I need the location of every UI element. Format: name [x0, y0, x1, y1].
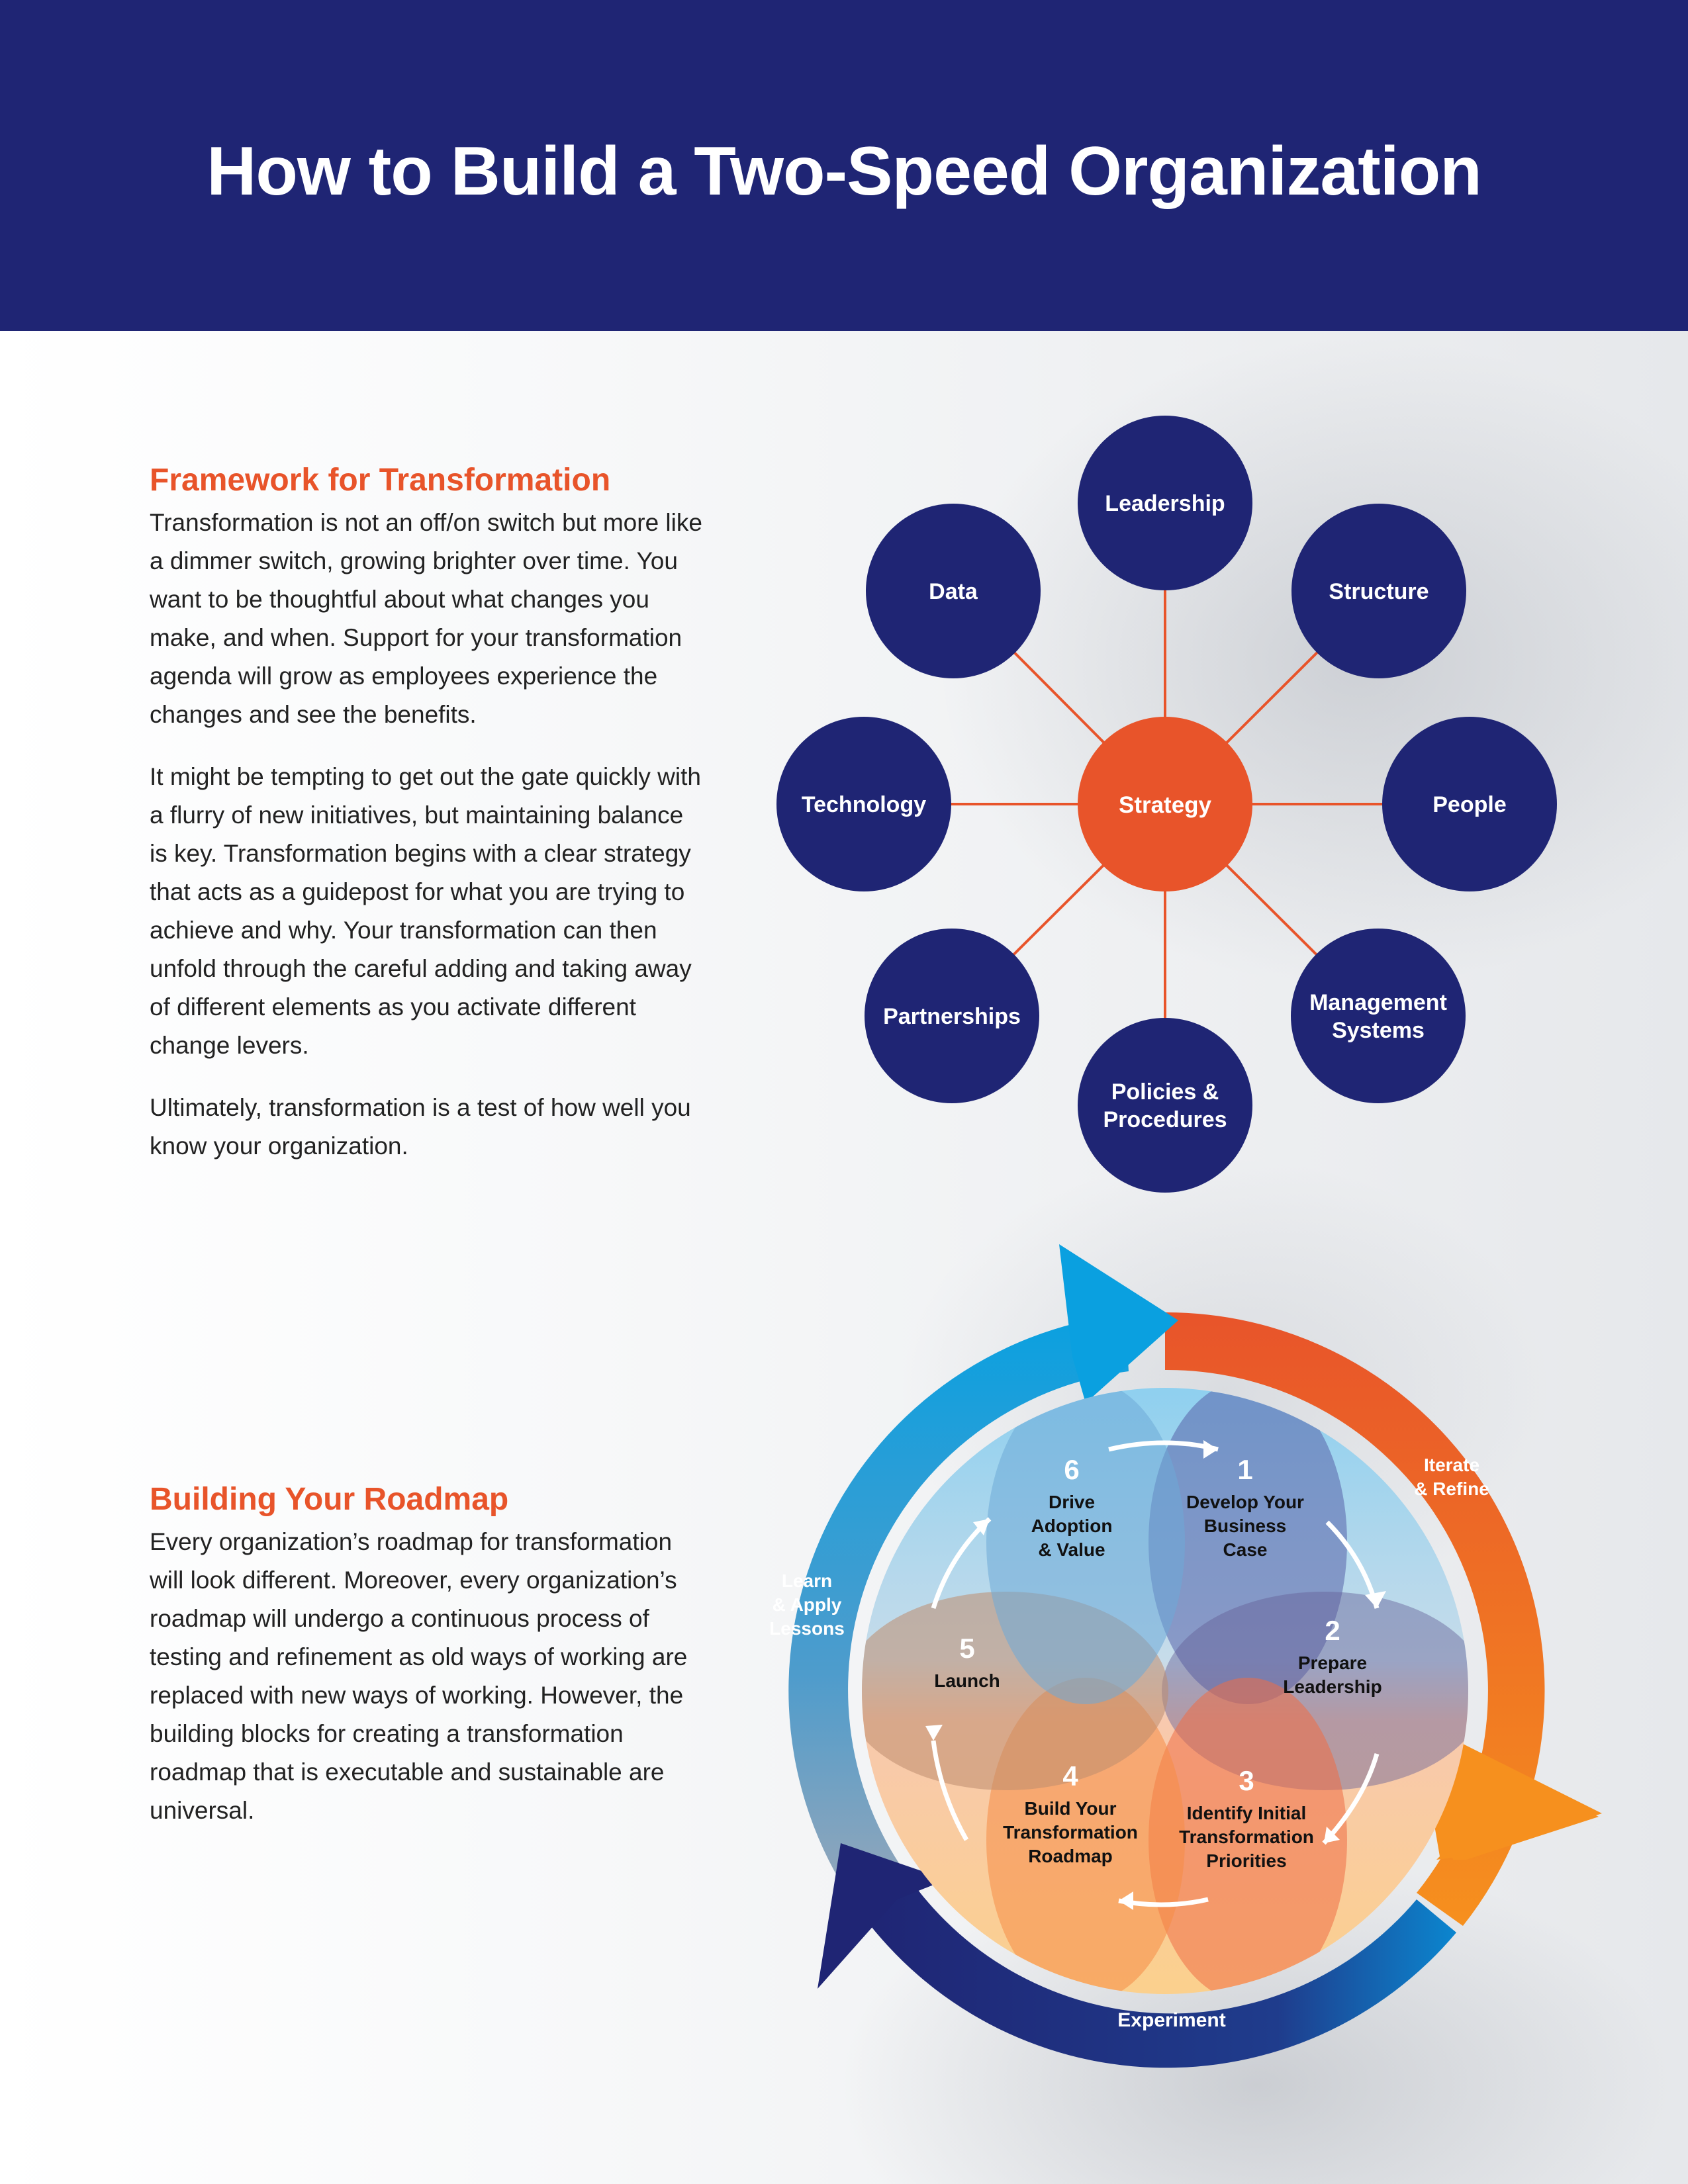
step-text: Identify Initial	[1187, 1803, 1306, 1823]
roadmap-section: Building Your Roadmap Every organization…	[150, 1481, 706, 1854]
lever-node-label: Leadership	[1105, 491, 1225, 516]
lever-node-circle	[1291, 504, 1466, 678]
roadmap-paragraph-1: Every organization’s roadmap for transfo…	[150, 1528, 688, 1824]
experiment-label: Experiment	[1117, 2009, 1225, 2031]
learn-label-line-1: Learn	[782, 1570, 832, 1591]
lever-node: Data	[866, 504, 1041, 678]
step-text: Build Your	[1025, 1798, 1117, 1819]
lever-node-label: Structure	[1329, 579, 1429, 604]
iterate-label-line-1: Iterate	[1424, 1455, 1479, 1475]
lever-node-circle	[1078, 416, 1252, 590]
step-petal	[1149, 1678, 1347, 1994]
page-title: How to Build a Two-Speed Organization	[207, 133, 1482, 210]
iterate-arc	[1165, 1312, 1545, 1926]
lever-node-circle	[776, 717, 951, 891]
step-arrowhead	[1119, 1891, 1133, 1910]
iterate-label-line-2: & Refine	[1414, 1479, 1489, 1499]
learn-label-line-2: & Apply	[773, 1594, 842, 1615]
strategy-hub: Strategy	[1078, 717, 1252, 891]
roadmap-cycle-diagram: Iterate & Refine Learn & Apply Lessons E…	[769, 1244, 1602, 2068]
step-text: Drive	[1049, 1492, 1095, 1512]
step-text: Launch	[934, 1670, 1000, 1691]
step-text: Transformation	[1179, 1827, 1314, 1847]
step-number: 3	[1239, 1765, 1254, 1796]
lever-node-label: Partnerships	[883, 1004, 1021, 1029]
step-arrows	[925, 1440, 1386, 1910]
framework-section: Framework for Transformation Transformat…	[150, 462, 706, 1189]
step-petals	[862, 1388, 1468, 1994]
learn-label-line-3: Lessons	[769, 1618, 845, 1639]
step-petal	[1149, 1388, 1347, 1704]
lever-node-label: Technology	[802, 792, 926, 817]
framework-paragraph-1: Transformation is not an off/on switch b…	[150, 509, 702, 728]
lever-node-label: People	[1432, 792, 1506, 817]
learn-arrowhead	[1059, 1244, 1178, 1403]
lever-node: Partnerships	[865, 929, 1039, 1103]
lever-node-circle	[865, 929, 1039, 1103]
lever-node-label: Procedures	[1103, 1107, 1227, 1132]
lever-node-label: Systems	[1332, 1018, 1425, 1043]
roadmap-heading: Building Your Roadmap	[150, 1482, 509, 1517]
experiment-arc	[861, 1880, 1456, 2068]
step-number: 2	[1325, 1615, 1340, 1646]
step-text: Business	[1204, 1516, 1287, 1536]
step-arrowhead	[1324, 1827, 1340, 1843]
step-text: Priorities	[1206, 1850, 1286, 1871]
step-text: Leadership	[1283, 1676, 1382, 1697]
step-arrowhead	[1203, 1440, 1218, 1459]
lever-node-circle	[1291, 929, 1466, 1103]
page-header: How to Build a Two-Speed Organization	[0, 0, 1688, 331]
strategy-circle	[1078, 717, 1252, 891]
step-arrow	[931, 1740, 969, 1841]
step-text: Prepare	[1298, 1653, 1367, 1673]
lever-nodes: LeadershipStructurePeopleManagementSyste…	[776, 416, 1557, 1193]
step-text: Case	[1223, 1539, 1268, 1560]
step-number: 5	[959, 1633, 974, 1664]
step-text: & Value	[1038, 1539, 1105, 1560]
step-arrowhead	[1365, 1591, 1386, 1608]
lever-node-label: Data	[929, 579, 978, 604]
learn-arc	[788, 1314, 1129, 1913]
strategy-label: Strategy	[1119, 792, 1212, 818]
step-text: Adoption	[1031, 1516, 1113, 1536]
step-arrowhead	[925, 1725, 943, 1741]
lever-node: Policies &Procedures	[1078, 1018, 1252, 1193]
lever-node: Technology	[776, 717, 951, 891]
lever-node-label: Policies &	[1111, 1079, 1219, 1105]
lever-node: People	[1382, 717, 1557, 891]
framework-paragraph-3: Ultimately, transformation is a test of …	[150, 1094, 691, 1160]
step-text: Develop Your	[1186, 1492, 1304, 1512]
outer-labels: Iterate & Refine Learn & Apply Lessons E…	[769, 1455, 1489, 2031]
lever-node-circle	[866, 504, 1041, 678]
step-arrowhead	[973, 1519, 990, 1535]
step-number: 1	[1237, 1454, 1252, 1485]
change-levers-diagram: LeadershipStructurePeopleManagementSyste…	[776, 416, 1557, 1193]
lever-node-label: Management	[1309, 990, 1447, 1015]
step-text: Transformation	[1003, 1822, 1138, 1843]
step-petal	[986, 1388, 1185, 1704]
step-text: Roadmap	[1028, 1846, 1113, 1866]
step-number: 6	[1064, 1454, 1079, 1485]
lever-node: Structure	[1291, 504, 1466, 678]
framework-paragraph-2: It might be tempting to get out the gate…	[150, 763, 701, 1059]
lever-node-circle	[1078, 1018, 1252, 1193]
lever-node-circle	[1382, 717, 1557, 891]
step-number: 4	[1062, 1760, 1078, 1792]
lever-node: Leadership	[1078, 416, 1252, 590]
framework-heading: Framework for Transformation	[150, 463, 611, 498]
experiment-arrowhead	[818, 1843, 947, 1989]
